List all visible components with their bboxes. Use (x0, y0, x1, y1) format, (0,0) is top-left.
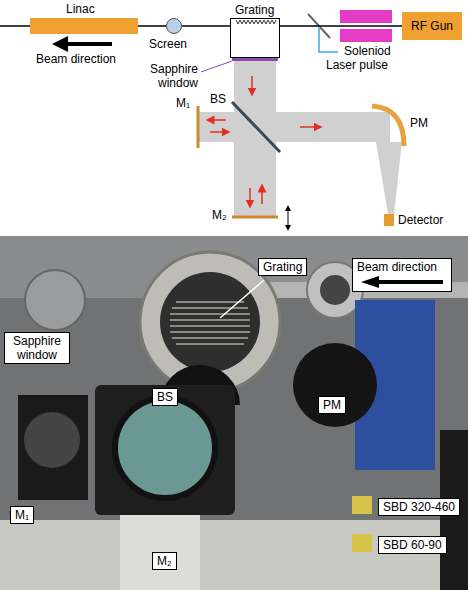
beam-direction-arrow (357, 275, 447, 289)
grating-ridges (170, 302, 250, 344)
light-band (376, 142, 402, 214)
arrow-shape (361, 276, 443, 288)
node-label: BS (157, 390, 173, 404)
leader-line (220, 280, 264, 318)
detector-body (352, 534, 372, 552)
beam-line (182, 25, 230, 27)
grating-chamber-box: Grating (230, 18, 280, 58)
rf-gun-box: RF Gun (402, 12, 462, 40)
photo-callout: M₂ (152, 552, 177, 570)
m2-mirror (115, 398, 215, 498)
photo-callout: PM (318, 396, 346, 414)
photo-callout: BS (152, 388, 178, 406)
light-arrow (210, 131, 226, 133)
pm-mirror (293, 343, 377, 427)
photo-callout: SBD 60-90 (378, 536, 447, 554)
light-arrow (249, 188, 251, 204)
node-label: Linac (66, 2, 95, 16)
photo-background (0, 236, 468, 590)
detector-body (352, 496, 372, 514)
photo-callout: Beam direction (352, 258, 452, 292)
node-label: RF Gun (411, 19, 453, 33)
part-label: Sapphire window (140, 62, 198, 90)
screen-circle: Screen (166, 18, 182, 34)
photo-callout: M₁ (10, 506, 34, 524)
node-label: Grating (263, 260, 302, 274)
vacuum-cross (320, 275, 350, 305)
node-label: M₂ (157, 554, 172, 568)
mirror-m2 (232, 216, 278, 219)
linac-box: Linac (30, 18, 138, 34)
beam-line (0, 25, 30, 27)
optical-table (0, 520, 468, 590)
part-label: M₂ (212, 208, 227, 222)
light-arrow (210, 119, 226, 121)
translation-stage (120, 515, 200, 590)
node-label: SBD 320-460 (383, 500, 455, 514)
part-label: M₁ (176, 96, 190, 110)
node-label: Beam direction (357, 260, 447, 274)
grating-teeth (236, 20, 276, 24)
parabolic-mirror (372, 106, 404, 146)
grating-chamber-window (160, 272, 260, 372)
beam-direction-arrow (64, 42, 112, 46)
part-label: BS (210, 92, 226, 106)
node-label: Soleniod (344, 44, 391, 58)
node-label: PM (323, 398, 341, 412)
laser-path (319, 26, 338, 52)
photo-callout: Grating (258, 258, 307, 276)
node-label: Sapphire window (9, 334, 65, 362)
part-label: Laser pulse (326, 58, 388, 72)
beam-line (138, 25, 166, 27)
m2-mount (95, 385, 235, 515)
light-band (198, 112, 390, 142)
node-label: Detector (398, 213, 443, 227)
light-arrow (300, 126, 318, 128)
node-label: SBD 60-90 (383, 538, 442, 552)
light-arrow (251, 76, 253, 92)
movement-arrow (288, 208, 289, 228)
part-label: PM (410, 116, 428, 130)
node-label: Grating (235, 3, 274, 17)
m1-mount (18, 395, 88, 500)
node-label: M₁ (15, 508, 29, 522)
leader-line (201, 61, 232, 72)
vacuum-part (25, 270, 85, 330)
m1-mirror (24, 412, 80, 468)
light-arrow (261, 188, 263, 204)
part-label: Beam direction (36, 52, 116, 66)
photo-callout: SBD 320-460 (378, 498, 460, 516)
node-label: Screen (149, 37, 187, 51)
photo-callout: Sapphire window (4, 332, 70, 364)
solenoid-box: Soleniod (340, 10, 392, 42)
beam-splitter (232, 102, 280, 152)
detector-box: Detector (384, 214, 394, 226)
mirror-m1 (197, 106, 200, 148)
